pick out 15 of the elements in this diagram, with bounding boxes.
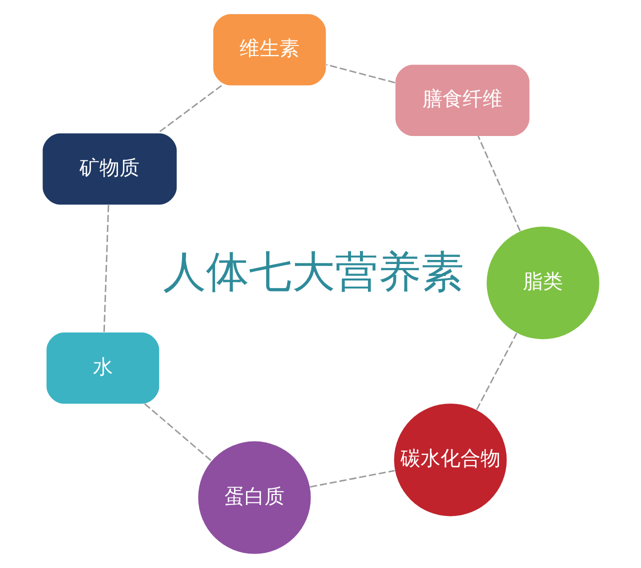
node-box: 水 xyxy=(46,332,159,404)
node-box: 维生素 xyxy=(212,14,326,86)
node-box: 膳食纤维 xyxy=(394,64,529,136)
connector xyxy=(309,470,394,488)
node-circle: 碳水化合物 xyxy=(394,404,506,516)
connector xyxy=(156,84,222,134)
connector xyxy=(476,332,517,410)
node-circle: 蛋白质 xyxy=(198,441,310,554)
label: 人体七大营养素 xyxy=(162,249,464,296)
node-box: 矿物质 xyxy=(42,133,176,205)
connector xyxy=(144,403,212,462)
connector xyxy=(477,136,520,232)
connector xyxy=(102,205,109,332)
connector xyxy=(326,64,395,84)
node-circle: 脂类 xyxy=(486,226,599,340)
